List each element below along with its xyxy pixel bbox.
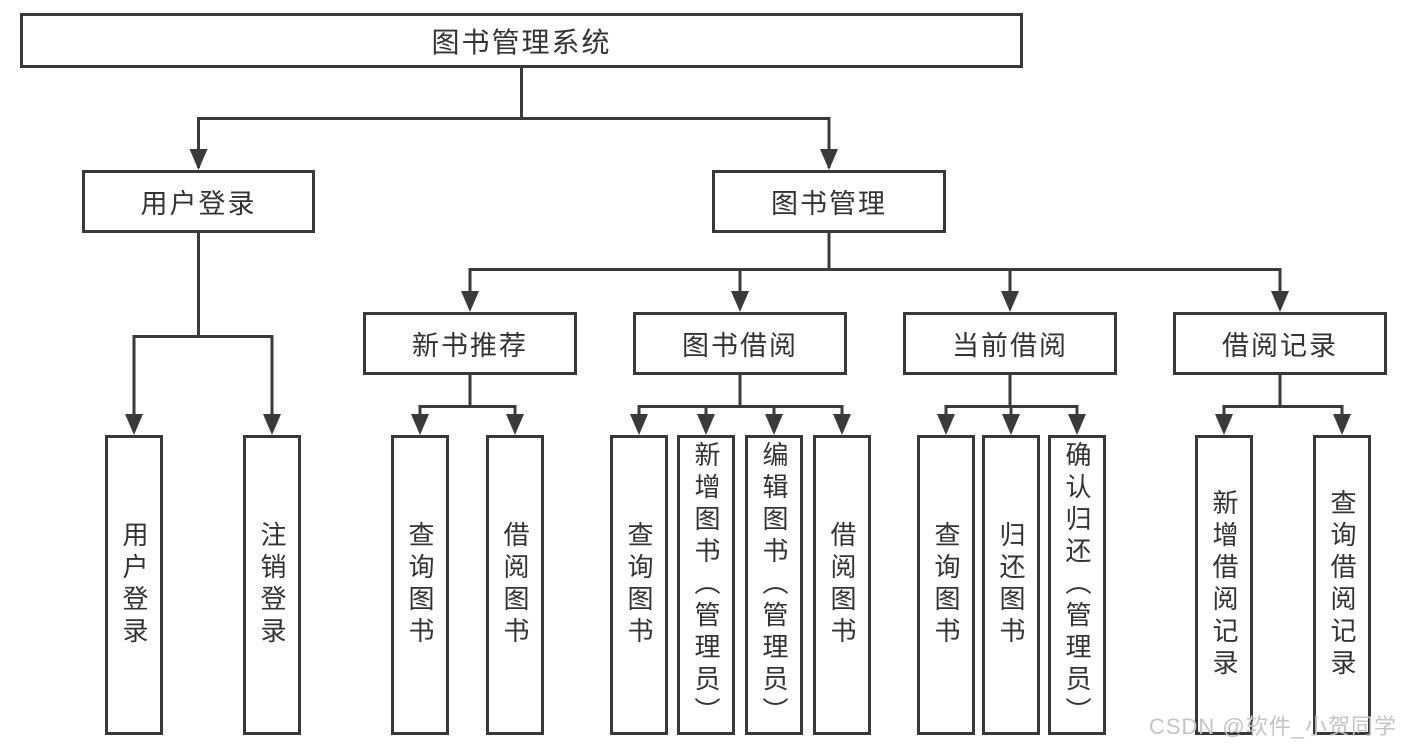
arrowhead: [189, 149, 208, 170]
node-leaf-return-books-label: 归还图书: [996, 521, 1026, 649]
node-leaf-edit-books-admin-label: 编辑图书（管理员）: [759, 441, 789, 729]
node-leaf-logout-label: 注销登录: [257, 521, 287, 649]
node-leaf-confirm-return-admin-label: 确认归还（管理员）: [1062, 441, 1092, 729]
node-leaf-borrow-books: 借阅图书: [813, 435, 871, 735]
node-new-book-recommend: 新书推荐: [363, 312, 577, 375]
arrowhead: [731, 291, 749, 312]
node-leaf-add-books-admin-label: 新增图书（管理员）: [691, 441, 721, 729]
node-leaf-query-books-current: 查询图书: [917, 435, 975, 735]
arrowhead: [1271, 291, 1289, 312]
node-current-borrow: 当前借阅: [903, 312, 1117, 375]
node-root: 图书管理系统: [20, 13, 1023, 68]
connector-new-book-branch: [418, 375, 517, 431]
arrowhead: [461, 291, 479, 312]
arrowhead: [1215, 414, 1233, 435]
connector-root-branch: [197, 68, 831, 168]
node-current-borrow-label: 当前借阅: [952, 331, 1068, 361]
arrowhead: [937, 414, 955, 435]
node-leaf-query-borrow-record: 查询借阅记录: [1313, 435, 1371, 735]
node-leaf-return-books: 归还图书: [982, 435, 1040, 735]
node-book-borrow: 图书借阅: [633, 312, 847, 375]
node-leaf-user-login: 用户登录: [105, 435, 163, 735]
node-user-login: 用户登录: [82, 170, 315, 233]
connector-user-login-branch: [132, 233, 274, 431]
node-borrow-record-label: 借阅记录: [1222, 331, 1338, 361]
arrowhead: [1333, 414, 1351, 435]
node-leaf-confirm-return-admin: 确认归还（管理员）: [1048, 435, 1106, 735]
node-leaf-logout: 注销登录: [243, 435, 301, 735]
node-leaf-edit-books-admin: 编辑图书（管理员）: [745, 435, 803, 735]
node-leaf-add-borrow-record: 新增借阅记录: [1195, 435, 1253, 735]
node-book-borrow-label: 图书借阅: [682, 331, 798, 361]
arrowhead: [833, 414, 851, 435]
node-new-book-recommend-label: 新书推荐: [412, 331, 528, 361]
arrowhead: [506, 414, 524, 435]
node-leaf-query-books-current-label: 查询图书: [931, 521, 961, 649]
arrowhead: [263, 414, 281, 435]
node-leaf-borrow-books-recommend-label: 借阅图书: [500, 521, 530, 649]
arrowhead: [630, 414, 648, 435]
node-root-label: 图书管理系统: [431, 26, 612, 58]
node-leaf-add-borrow-record-label: 新增借阅记录: [1209, 489, 1239, 681]
arrowhead: [820, 149, 838, 170]
arrowhead: [411, 414, 429, 435]
node-leaf-add-books-admin: 新增图书（管理员）: [677, 435, 735, 735]
connector-borrow-record-branch: [1222, 375, 1344, 431]
arrowhead: [765, 414, 783, 435]
node-leaf-query-books-recommend-label: 查询图书: [405, 521, 435, 649]
arrowhead: [125, 414, 143, 435]
node-leaf-borrow-books-label: 借阅图书: [827, 521, 857, 649]
arrowhead: [1002, 414, 1020, 435]
node-book-management: 图书管理: [712, 170, 946, 233]
node-book-management-label: 图书管理: [771, 189, 887, 219]
node-leaf-query-books-borrow-label: 查询图书: [624, 521, 654, 649]
node-leaf-query-borrow-record-label: 查询借阅记录: [1327, 489, 1357, 681]
csdn-watermark: CSDN @软件_小贺同学: [1148, 714, 1397, 739]
node-leaf-user-login-label: 用户登录: [119, 521, 149, 649]
arrowhead: [1001, 291, 1019, 312]
node-leaf-query-books-borrow: 查询图书: [610, 435, 668, 735]
connector-book-borrow-branch: [637, 375, 844, 431]
arrowhead: [1068, 414, 1086, 435]
connector-book-management-branch: [468, 233, 1282, 308]
node-user-login-label: 用户登录: [140, 189, 257, 219]
node-leaf-borrow-books-recommend: 借阅图书: [486, 435, 544, 735]
arrowhead: [697, 414, 715, 435]
node-borrow-record: 借阅记录: [1173, 312, 1387, 375]
node-leaf-query-books-recommend: 查询图书: [391, 435, 449, 735]
